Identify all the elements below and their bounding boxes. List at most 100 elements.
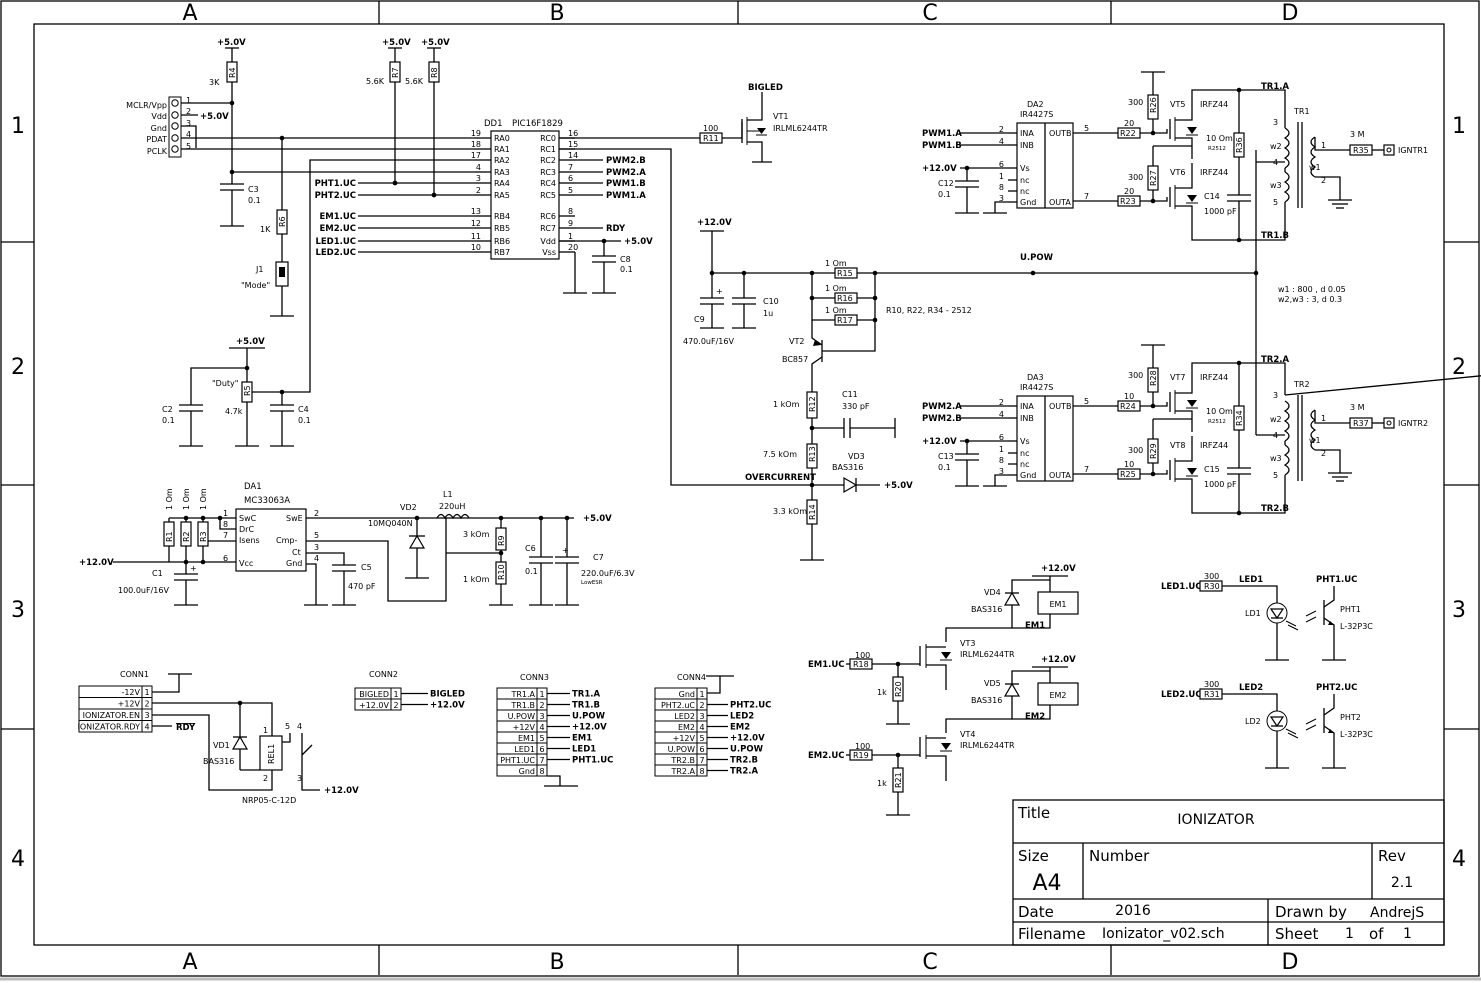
led-resistor-value: 300 [1204, 680, 1219, 689]
mcu-left-pin-name-4: RA4 [494, 179, 510, 188]
conn4-row-0: Gnd [679, 690, 695, 699]
r16-value: 1 Om [825, 284, 847, 293]
c7-value: 220.0uF/6.3V [581, 569, 635, 578]
output-terminal-label: IGNTR2 [1398, 419, 1428, 428]
resonant-cap-value: 1000 pF [1204, 480, 1237, 489]
conn2-pin-1: 2 [393, 701, 398, 710]
conn4-net-4: +12.0V [730, 734, 765, 744]
vt1-bigled-switch: 100 R11 BIGLED VT1 IRLML6244TR [699, 83, 828, 163]
conn1-pin-3: 4 [144, 723, 149, 732]
conn3-pin-2: 3 [539, 712, 544, 721]
output-resistor-value: 3 M [1350, 403, 1365, 412]
pulldown-b-value: 300 [1128, 446, 1143, 455]
c10-value: 1u [763, 309, 773, 318]
conn4-net-1: PHT2.UC [730, 701, 771, 711]
mcu-left-pin-num-4: 3 [476, 174, 481, 183]
sheet-label: Sheet [1275, 925, 1318, 943]
vt1-part: IRLML6244TR [773, 124, 828, 133]
title-label: Title [1017, 804, 1050, 822]
svg-text:5: 5 [285, 722, 290, 731]
em-net: EM1 [1025, 621, 1045, 631]
pht-ref: PHT1 [1340, 605, 1361, 614]
driver-pin-left-3: nc [1020, 449, 1029, 458]
driver-ina-net: PWM1.A [922, 129, 962, 139]
driver-pin-left-0: INA [1020, 402, 1034, 411]
pht-net: PHT2.UC [1316, 683, 1357, 693]
zone-row-1-right: 1 [1452, 114, 1466, 139]
driver-da2: DA2IR4427SINA2INB4Vs6nc1nc8Gnd3OUTBOUTA5… [922, 71, 1428, 243]
zone-col-b-top: B [549, 1, 564, 26]
c8-ref: C8 [620, 255, 631, 264]
mcu-right-pin-name-5: RC5 [540, 191, 556, 200]
conn3-pin-4: 5 [539, 734, 544, 743]
transformer-pin: 3 [1273, 118, 1278, 127]
psu-pin-swc: SwC [239, 514, 257, 523]
conn4-pin-4: 5 [699, 734, 704, 743]
r16-ref: R16 [837, 294, 853, 303]
zone-row-2-left: 2 [11, 355, 25, 380]
r1-ref: R1 [165, 531, 174, 542]
driver-pin-left-2: Vs [1020, 164, 1030, 173]
driver-ref: DA3 [1027, 373, 1044, 382]
em-mosfet-ref: VT3 [960, 639, 975, 648]
driver-pin-left-num-0: 2 [999, 125, 1004, 134]
c5-value: 470 pF [348, 582, 376, 591]
conn1-pin-2: 3 [144, 711, 149, 720]
output-resistor-ref: R37 [1353, 419, 1369, 428]
title-block: Title IONIZATOR Size A4 Number Rev 2.1 D… [1012, 799, 1445, 946]
mcu-right-net-5: PWM1.A [606, 191, 646, 201]
conn2-row-0: BIGLED [359, 690, 389, 699]
r1-value: 1 Om [165, 488, 174, 510]
conn1-pin-1: 2 [144, 700, 149, 709]
mosfet-part: IRFZ44 [1200, 441, 1228, 450]
psu-output-net: +5.0V [583, 514, 612, 524]
r8-value: 5.6K [405, 77, 424, 86]
svg-text:3: 3 [297, 774, 302, 783]
mcu-right-net-2: PWM2.B [606, 156, 646, 166]
conn3-pin-7: 8 [539, 767, 544, 776]
r7-ref: R7 [391, 67, 400, 78]
conn4-row-4: +12V [673, 734, 696, 743]
driver-pin-num-outa: 7 [1084, 465, 1089, 474]
c8-value: 0.1 [620, 265, 633, 274]
conn3-net-4: EM1 [572, 734, 592, 744]
mosfet-part: IRFZ44 [1200, 168, 1228, 177]
conn2-pin-0: 1 [393, 690, 398, 699]
em-block-1: +12.0VEM1VD4BAS316EM1VT3IRLML6244TREM1.U… [808, 564, 1079, 725]
conn3-pin-3: 4 [539, 723, 544, 732]
output-terminal [1383, 417, 1395, 429]
driver-pin-left-3: nc [1020, 176, 1029, 185]
conn3-pin-6: 7 [539, 756, 544, 765]
icsp-pin1-num: 1 [186, 96, 191, 105]
r17-ref: R17 [837, 316, 853, 325]
vd2-part: 10MQ040N [368, 519, 413, 528]
r15-value: 1 Om [825, 259, 847, 268]
driver-pin-left-5: Gnd [1020, 471, 1036, 480]
conn3-row-2: U.POW [508, 712, 536, 721]
mcu-left-pin-num-8: 11 [471, 232, 481, 241]
icsp-vdd-net: +5.0V [200, 112, 229, 122]
icsp-pin5-label: PCLK [147, 147, 168, 156]
sheet-number: 1 [1345, 926, 1354, 942]
mcu-right-pin-num-8: 1 [568, 232, 573, 241]
led-net: LED2 [1239, 683, 1263, 693]
psu-ic-part: MC33063A [244, 496, 290, 506]
mcu-vdd-net: +5.0V [624, 237, 653, 247]
pht-part: L-32P3C [1340, 622, 1373, 631]
r6-ref: R6 [278, 216, 287, 227]
r2-value: 1 Om [182, 488, 191, 510]
c1-value: 100.0uF/16V [118, 586, 169, 595]
conn3-row-6: PHT1.UC [500, 756, 535, 765]
em-mosfet-part: IRLML6244TR [960, 741, 1015, 750]
mcu-right-pin-num-6: 8 [568, 207, 573, 216]
size-value: A4 [1032, 871, 1061, 896]
r13-ref: R13 [808, 446, 817, 462]
conn4-row-3: EM2 [678, 723, 695, 732]
driver-ina-net: PWM2.A [922, 402, 962, 412]
conn4-pin-1: 2 [699, 701, 704, 710]
psu-pin-num-7: 7 [223, 531, 228, 540]
resonant-cap-ref: C15 [1204, 465, 1220, 474]
zone-col-b-bottom: B [549, 950, 564, 975]
j1-ref: J1 [255, 265, 263, 274]
